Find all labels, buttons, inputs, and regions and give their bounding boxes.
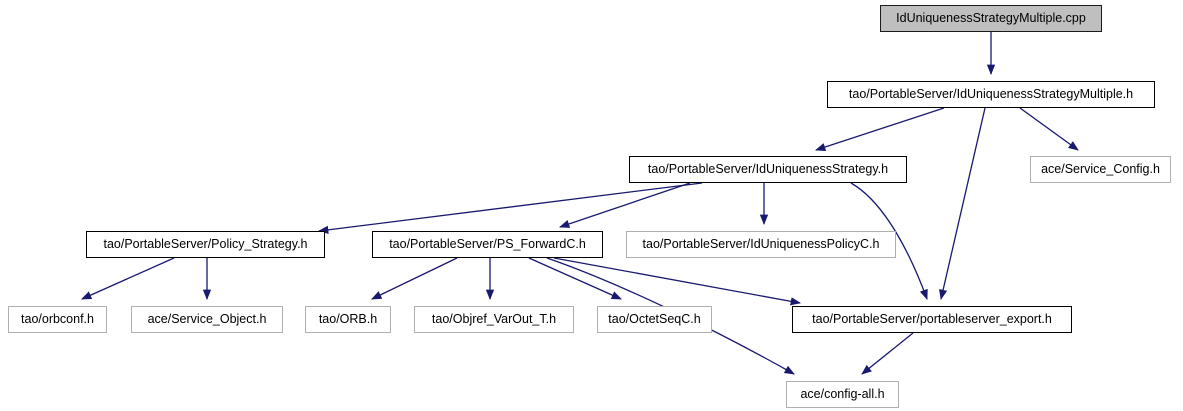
graph-node-n1[interactable]: tao/PortableServer/IdUniquenessStrategyM… xyxy=(827,81,1155,108)
graph-node-label: tao/orbconf.h xyxy=(21,312,94,327)
graph-edge-n2-to-n12 xyxy=(850,182,928,300)
graph-node-n0[interactable]: IdUniquenessStrategyMultiple.cpp xyxy=(880,5,1102,32)
graph-node-n11[interactable]: tao/OctetSeqC.h xyxy=(597,306,712,333)
graph-edge-n2-to-n4 xyxy=(317,182,703,234)
graph-node-n3[interactable]: ace/Service_Config.h xyxy=(1030,156,1171,183)
graph-edge-n5-to-n9 xyxy=(371,257,458,300)
graph-node-label: tao/Objref_VarOut_T.h xyxy=(431,312,557,327)
graph-node-label: IdUniquenessStrategyMultiple.cpp xyxy=(896,11,1086,26)
graph-node-n10[interactable]: tao/Objref_VarOut_T.h xyxy=(414,306,574,333)
graph-edge-n2-to-n5 xyxy=(559,182,691,228)
graph-node-label: ace/Service_Object.h xyxy=(147,312,267,327)
graph-edge-n4-to-n7 xyxy=(81,257,175,300)
graph-edge-n1-to-n3 xyxy=(1019,107,1079,151)
graph-node-n9[interactable]: tao/ORB.h xyxy=(305,306,391,333)
graph-node-label: tao/ORB.h xyxy=(318,312,378,327)
graph-node-label: tao/PortableServer/portableserver_export… xyxy=(812,312,1052,327)
graph-node-label: tao/PortableServer/Policy_Strategy.h xyxy=(103,237,308,252)
graph-node-label: tao/PortableServer/IdUniquenessStrategy.… xyxy=(647,162,889,177)
graph-node-label: tao/PortableServer/IdUniquenessStrategyM… xyxy=(848,87,1134,102)
graph-node-label: ace/config-all.h xyxy=(800,387,885,402)
graph-node-n12[interactable]: tao/PortableServer/portableserver_export… xyxy=(792,306,1072,333)
graph-node-label: tao/PortableServer/PS_ForwardC.h xyxy=(389,237,586,252)
graph-edge-n1-to-n2 xyxy=(815,107,945,152)
graph-node-n2[interactable]: tao/PortableServer/IdUniquenessStrategy.… xyxy=(629,156,907,183)
graph-edge-n1-to-n12 xyxy=(939,107,986,301)
graph-node-n5[interactable]: tao/PortableServer/PS_ForwardC.h xyxy=(372,231,603,258)
graph-edge-n5-to-n12 xyxy=(553,257,802,306)
graph-edge-n12-to-n13 xyxy=(861,332,914,375)
graph-edge-n5-to-n11 xyxy=(528,257,622,300)
graph-node-n8[interactable]: ace/Service_Object.h xyxy=(131,306,283,333)
graph-node-n6[interactable]: tao/PortableServer/IdUniquenessPolicyC.h xyxy=(626,231,896,258)
graph-node-n7[interactable]: tao/orbconf.h xyxy=(8,306,107,333)
graph-node-n4[interactable]: tao/PortableServer/Policy_Strategy.h xyxy=(86,231,325,258)
graph-node-label: tao/OctetSeqC.h xyxy=(608,312,701,327)
graph-node-label: ace/Service_Config.h xyxy=(1041,162,1160,177)
graph-node-label: tao/PortableServer/IdUniquenessPolicyC.h xyxy=(642,237,880,252)
graph-node-n13[interactable]: ace/config-all.h xyxy=(786,381,899,408)
